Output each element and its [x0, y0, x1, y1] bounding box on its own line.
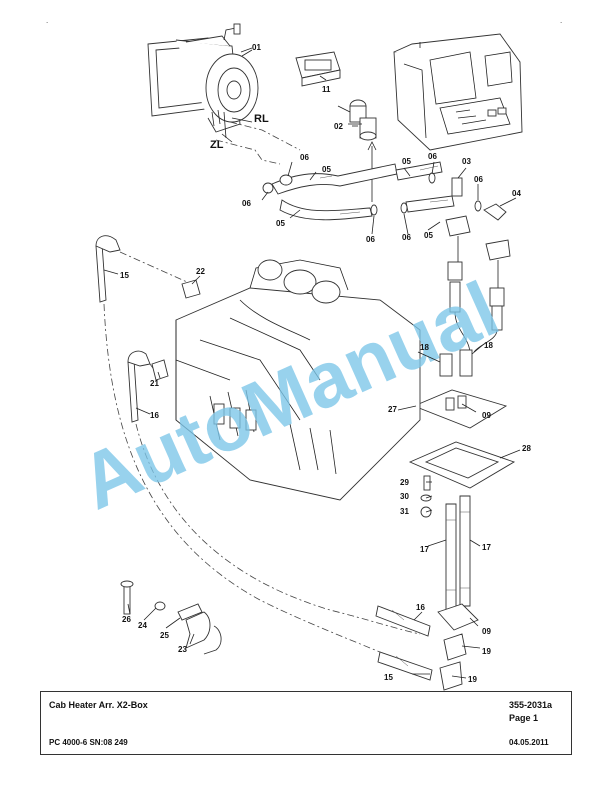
doc-number: 355-2031a [509, 700, 553, 710]
label-05-d: 05 [424, 231, 433, 240]
flange-plates [408, 389, 516, 489]
bracket-hardware [120, 580, 222, 655]
label-09-b: 09 [482, 627, 491, 636]
label-11: 11 [322, 85, 331, 94]
label-06-c: 06 [474, 175, 483, 184]
label-04: 04 [512, 189, 521, 198]
label-17-a: 17 [420, 545, 429, 554]
label-06-e: 06 [366, 235, 375, 244]
label-06-a: 06 [300, 153, 309, 162]
engine-block [175, 259, 421, 501]
corner-mark-tr: . [560, 16, 563, 25]
label-09-a: 09 [482, 411, 491, 420]
label-01: 01 [252, 43, 261, 52]
label-03: 03 [462, 157, 471, 166]
label-16-b: 16 [416, 603, 425, 612]
label-05-b: 05 [402, 157, 411, 166]
label-19-b: 19 [468, 675, 477, 684]
label-25: 25 [160, 631, 169, 640]
machine-serial: PC 4000-6 SN:08 249 [49, 738, 128, 747]
fitting-column [439, 261, 505, 377]
page-number: Page 1 [509, 713, 539, 723]
label-18-b: 18 [484, 341, 493, 350]
water-valve [348, 99, 377, 202]
fittings-03-04 [445, 177, 511, 288]
doc-date: 04.05.2011 [509, 738, 549, 747]
cab-box [393, 33, 523, 151]
label-05-a: 05 [322, 165, 331, 174]
corner-mark-tl: . [46, 16, 49, 25]
label-29: 29 [400, 478, 409, 487]
label-18-a: 18 [420, 343, 429, 352]
label-02: 02 [334, 122, 343, 131]
title-block: Cab Heater Arr. X2-Box 355-2031a Page 1 … [40, 691, 572, 755]
label-19-a: 19 [482, 647, 491, 656]
label-06-d: 06 [242, 199, 251, 208]
adapter-fittings [151, 279, 201, 381]
label-15-a: 15 [120, 271, 129, 280]
leader-lines [103, 49, 521, 679]
heater-unit [147, 23, 259, 143]
label-06-f: 06 [402, 233, 411, 242]
control-module [295, 51, 341, 87]
label-06-b: 06 [428, 152, 437, 161]
label-rl: RL [254, 113, 269, 125]
label-22: 22 [196, 267, 205, 276]
label-24: 24 [138, 621, 147, 630]
doc-title: Cab Heater Arr. X2-Box [49, 700, 148, 710]
label-28: 28 [522, 444, 531, 453]
label-26: 26 [122, 615, 131, 624]
part-labels: 01 11 02 RL ZL 06 05 05 06 03 06 04 06 0… [120, 43, 531, 684]
label-05-c: 05 [276, 219, 285, 228]
long-hose-routes [95, 235, 433, 681]
label-17-b: 17 [482, 543, 491, 552]
label-30: 30 [400, 492, 409, 501]
label-zl: ZL [210, 139, 224, 151]
label-16-a: 16 [150, 411, 159, 420]
vertical-hoses [437, 495, 479, 691]
label-27: 27 [388, 405, 397, 414]
label-31: 31 [400, 507, 409, 516]
hose-clamps [262, 172, 482, 216]
label-15-b: 15 [384, 673, 393, 682]
label-23: 23 [178, 645, 187, 654]
label-21: 21 [150, 379, 159, 388]
